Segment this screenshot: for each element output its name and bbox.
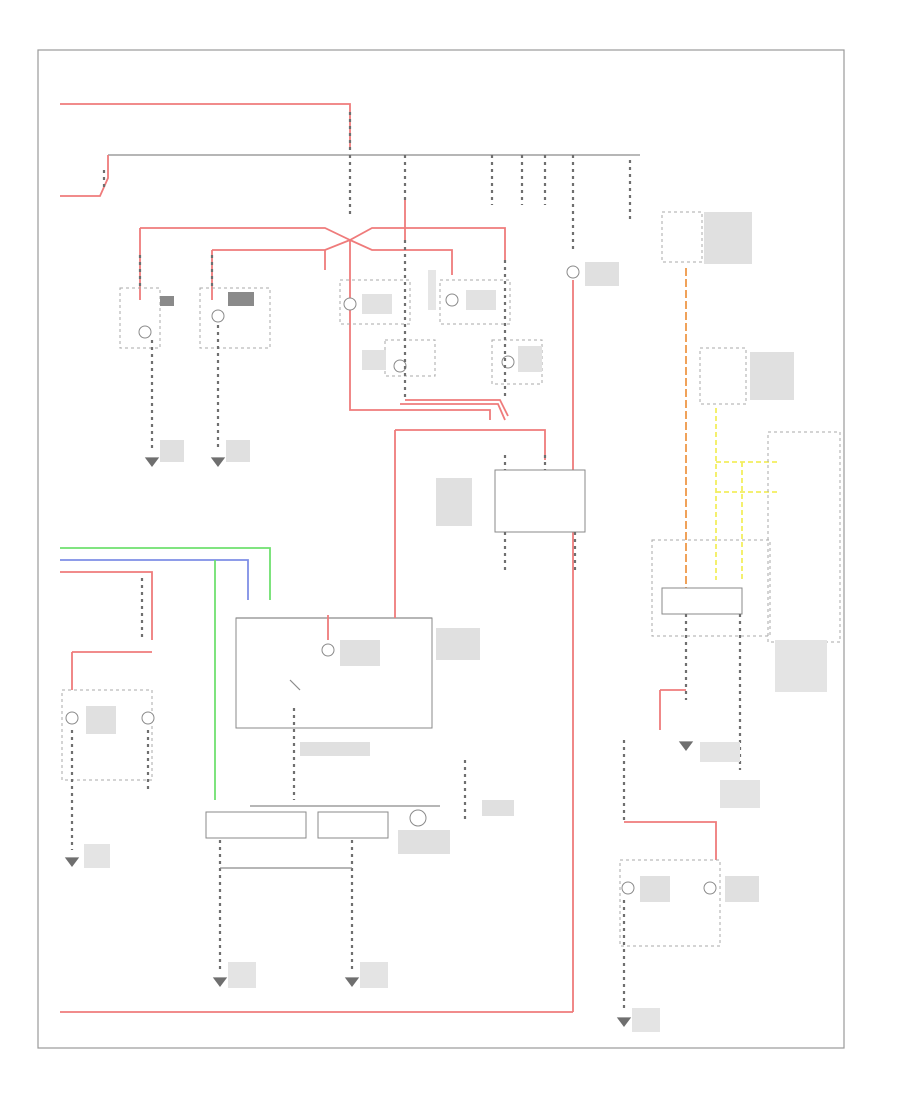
center-lamp-cluster — [339, 240, 546, 612]
lamp-7 — [566, 265, 580, 279]
lamp-8 — [65, 711, 79, 725]
lamp-2 — [211, 309, 225, 323]
ground-5 — [212, 977, 228, 987]
ground-4 — [64, 857, 80, 867]
left-top-lamps — [119, 255, 271, 467]
lamp-11 — [409, 809, 427, 827]
lamp-9 — [141, 711, 155, 725]
lamp-13 — [703, 881, 717, 895]
bus-drops — [348, 155, 632, 250]
diagram-frame — [37, 49, 845, 1049]
right-side-circuit — [651, 211, 841, 808]
top-power-feed — [60, 103, 640, 197]
ground-2 — [210, 457, 226, 467]
ground-1 — [144, 457, 160, 467]
central-module — [436, 455, 586, 570]
lamp-1 — [138, 325, 152, 339]
lower-module — [205, 612, 514, 988]
red-distribution — [139, 200, 506, 420]
lamp-5 — [445, 293, 459, 307]
ground-3 — [678, 741, 694, 751]
right-lamp — [566, 262, 619, 1012]
lamp-3 — [343, 297, 357, 311]
ground-6 — [344, 977, 360, 987]
ground-7 — [616, 1017, 632, 1027]
lamp-6 — [501, 355, 515, 369]
right-lower-lamps — [616, 740, 759, 1032]
lamp-12 — [621, 881, 635, 895]
lamp-10 — [321, 643, 335, 657]
left-side-circuit — [60, 547, 271, 868]
